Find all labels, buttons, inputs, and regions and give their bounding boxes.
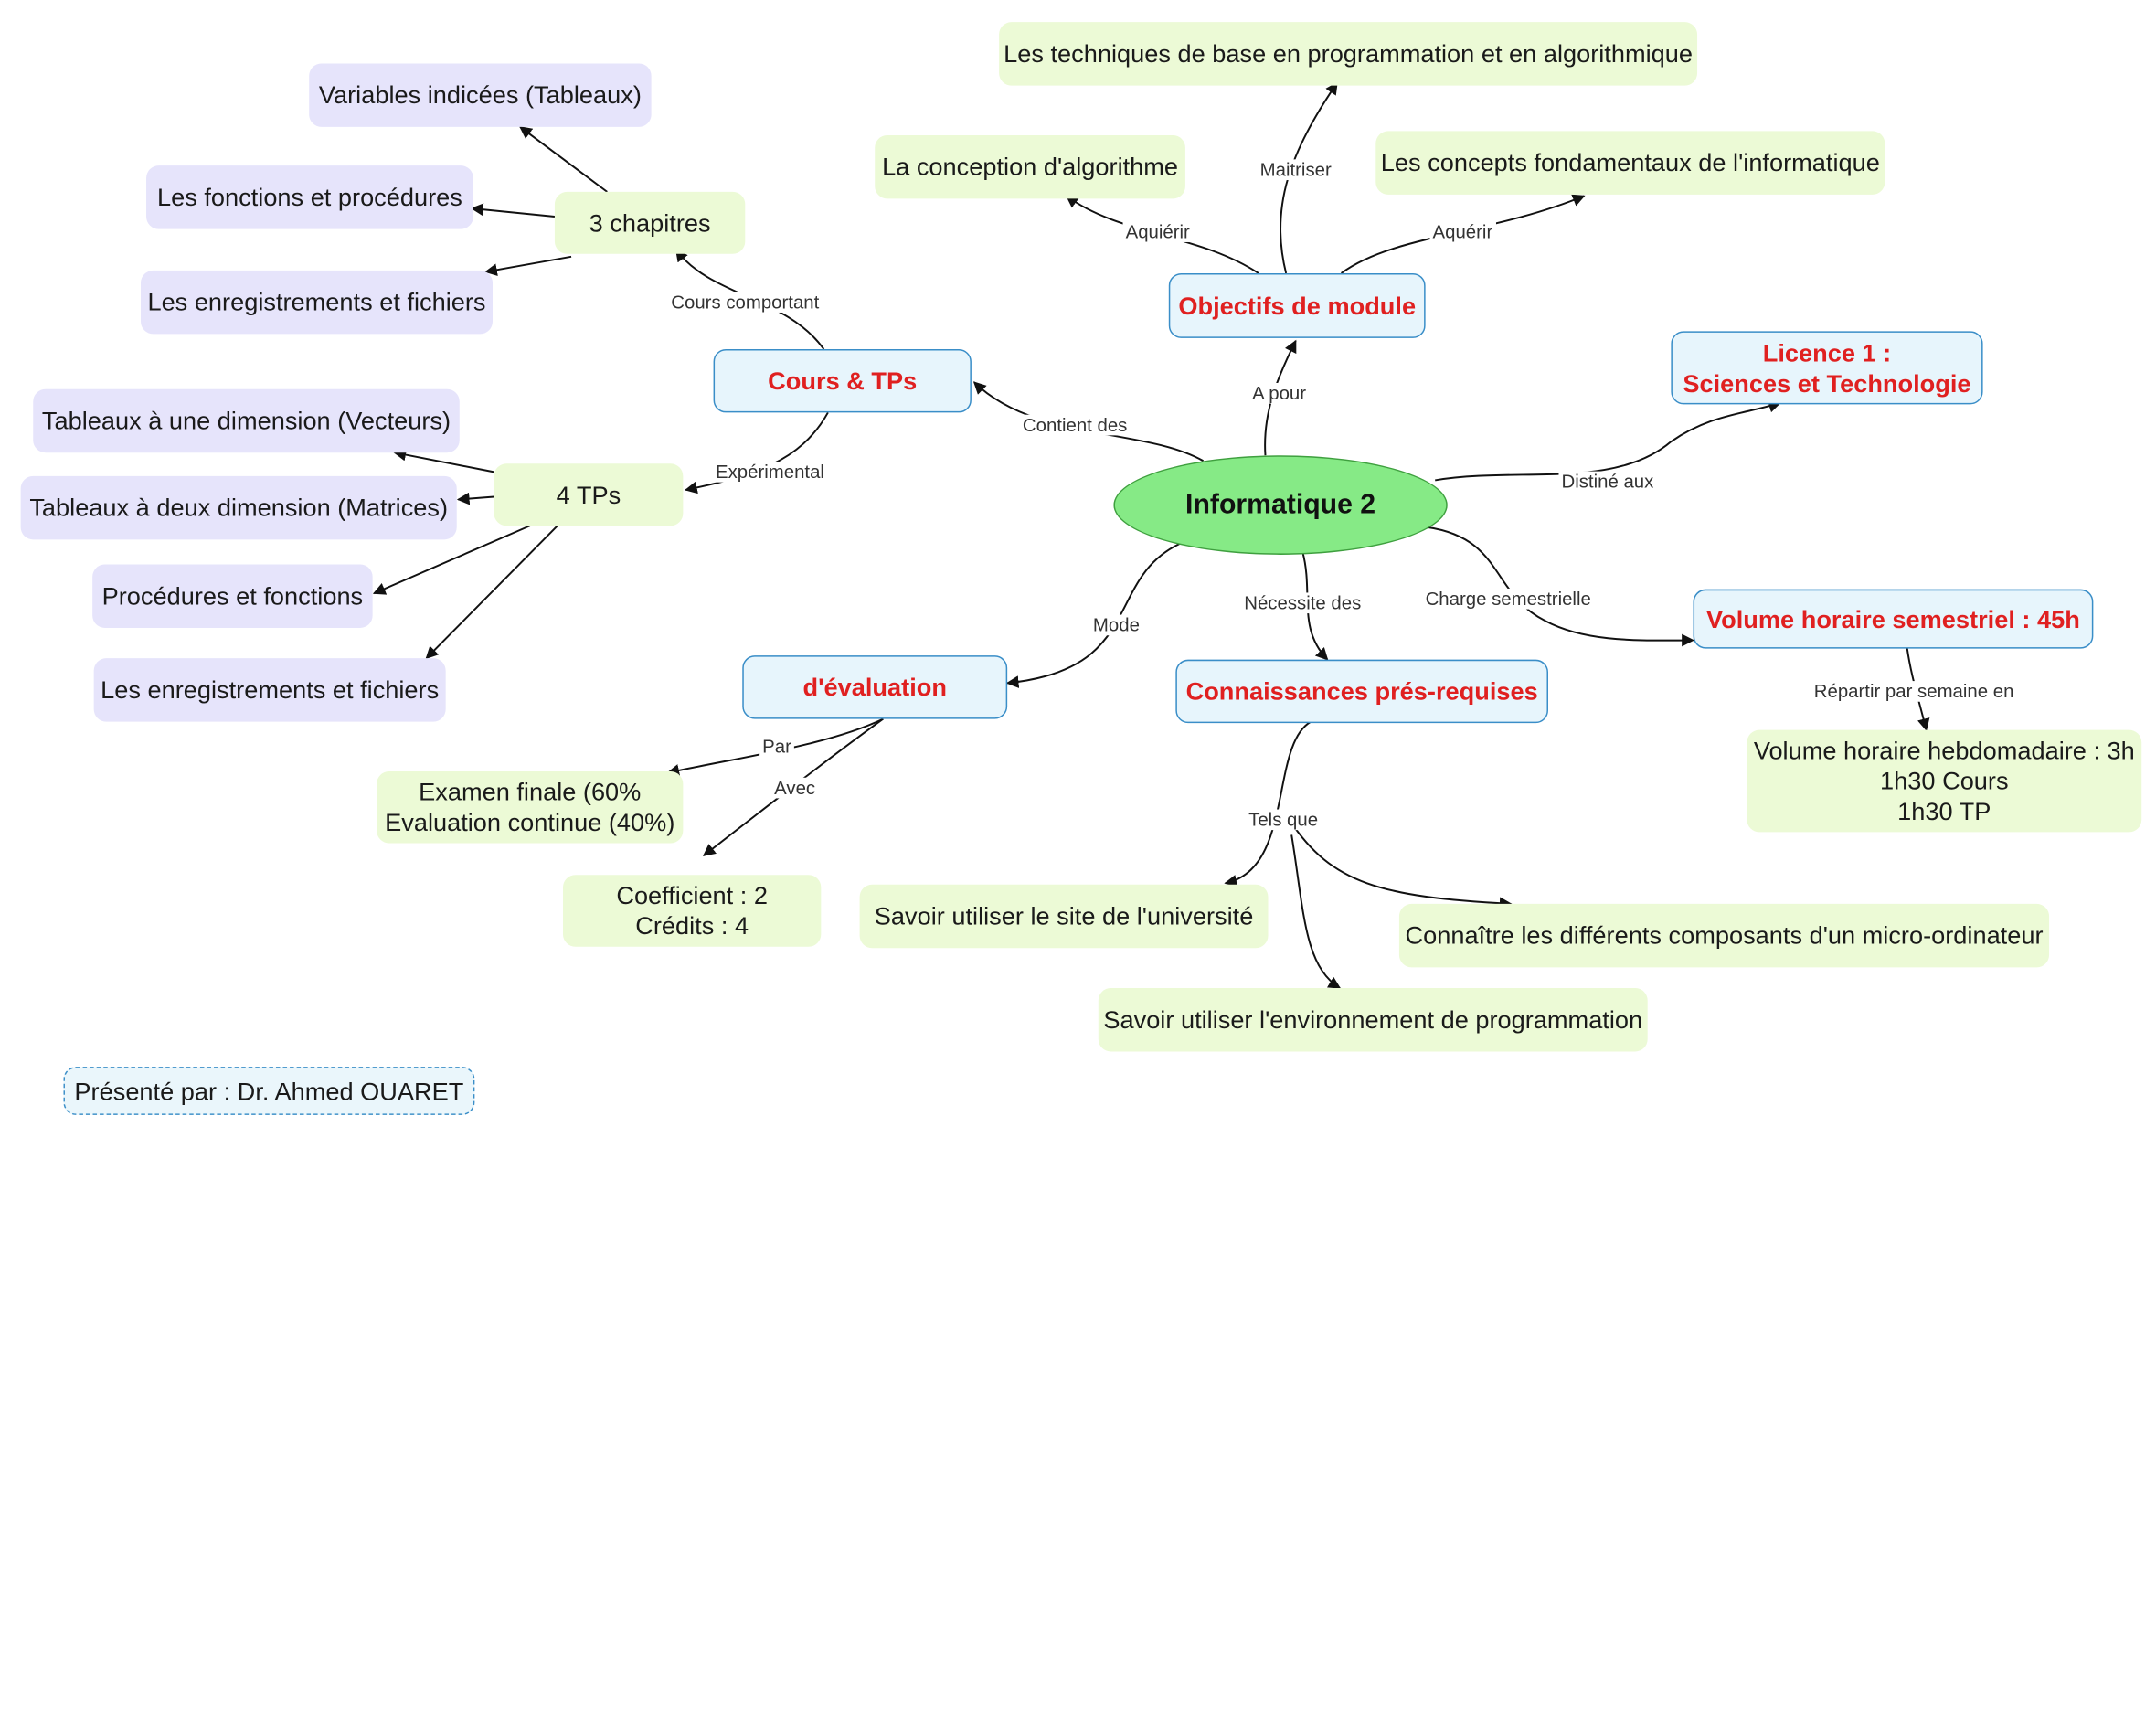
edge-tp-4 [425,525,558,660]
edge-mode [1005,542,1181,688]
tp-item[interactable]: Tableaux à deux dimension (Matrices) [20,475,457,540]
chapitre-item[interactable]: Les fonctions et procédures [146,165,473,229]
objectif-conception[interactable]: La conception d'algorithme [875,134,1185,199]
edge-tp-3 [372,525,531,595]
edge-label: Par [759,736,794,758]
edge-chap-2 [470,203,556,218]
edge-label: Expérimental [712,462,827,483]
tps-node[interactable]: 4 TPs [494,463,684,526]
edge-charge [1426,526,1694,647]
edge-tels-que-1 [1224,720,1312,887]
connaissance-composants[interactable]: Connaître les différents composants d'un… [1398,903,2050,968]
volume-detail[interactable]: Volume horaire hebdomadaire : 3h 1h30 Co… [1747,729,2142,833]
edge-label: Distiné aux [1558,471,1657,493]
volume-node[interactable]: Volume horaire semestriel : 45h [1693,589,2094,649]
evaluation-node[interactable]: d'évaluation [742,655,1008,719]
coefficient-node[interactable]: Coefficient : 2 Crédits : 4 [562,875,822,947]
tp-item[interactable]: Tableaux à une dimension (Vecteurs) [33,388,460,453]
edge-label: Répartir par semaine en [1811,681,2017,702]
cours-tps-node[interactable]: Cours & TPs [713,348,972,413]
central-topic[interactable]: Informatique 2 [1113,455,1448,555]
edge-tp-2 [456,492,494,505]
edge-label: Nécessite des [1241,592,1365,614]
edge-chap-1 [519,126,608,193]
edge-label: Aquérir [1429,221,1496,242]
edge-tels-que-3 [1290,834,1342,989]
edge-label: Maitriser [1257,159,1334,181]
edge-label: Cours comportant [668,292,823,313]
edge-label: Tels que [1246,809,1322,831]
licence-node[interactable]: Licence 1 : Sciences et Technologie [1671,331,1983,405]
examen-node[interactable]: Examen finale (60% Evaluation continue (… [377,770,684,844]
edge-tels-que-2 [1289,820,1513,910]
connaissance-environnement[interactable]: Savoir utiliser l'environnement de progr… [1098,988,1648,1052]
chapitre-item[interactable]: Les enregistrements et fichiers [140,270,493,335]
connaissance-site[interactable]: Savoir utiliser le site de l'université [859,884,1269,949]
tp-item[interactable]: Procédures et fonctions [92,564,373,628]
edge-label: A pour [1249,382,1310,404]
tp-item[interactable]: Les enregistrements et fichiers [93,658,446,722]
edge-chap-3 [484,255,572,277]
edge-label: Avec [771,777,819,799]
chapitre-item[interactable]: Variables indicées (Tableaux) [309,63,652,127]
objectifs-node[interactable]: Objectifs de module [1168,272,1426,338]
edge-label: Contient des [1019,414,1131,436]
edge-tp-1 [393,448,494,473]
presenter-box: Présenté par : Dr. Ahmed OUARET [63,1067,475,1115]
edge-destine [1435,400,1781,482]
objectif-concepts[interactable]: Les concepts fondamentaux de l'informati… [1375,131,1885,195]
edge-label: Aquiérir [1122,221,1193,242]
objectif-techniques[interactable]: Les techniques de base en programmation … [999,22,1698,86]
chapitres-node[interactable]: 3 chapitres [554,191,746,254]
edge-label: Mode [1089,614,1142,636]
edge-label: Charge semestrielle [1422,588,1594,610]
connaissances-node[interactable]: Connaissances prés-requises [1175,659,1548,724]
